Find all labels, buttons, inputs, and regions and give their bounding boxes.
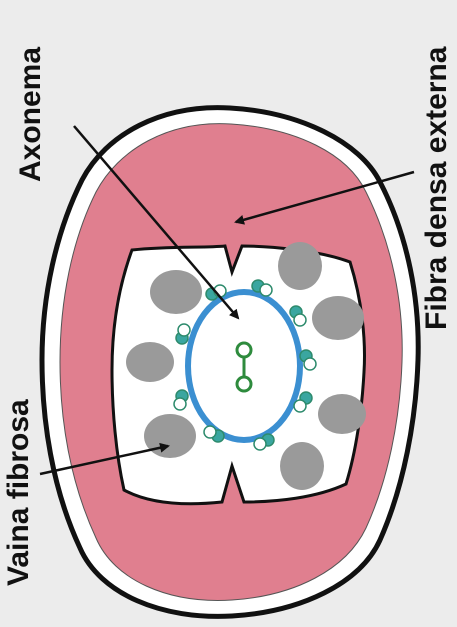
- central-microtubule: [237, 377, 251, 391]
- central-microtubule: [237, 343, 251, 357]
- doublet: [176, 324, 190, 344]
- dense-fiber: [318, 394, 366, 434]
- dense-fiber: [150, 270, 202, 314]
- dense-fiber: [144, 414, 196, 458]
- dense-fiber: [278, 242, 322, 290]
- dense-fiber: [312, 296, 364, 340]
- doublet: [174, 390, 188, 410]
- dense-fiber: [126, 342, 174, 382]
- dense-fiber: [280, 442, 324, 490]
- axonema-label: Axonema: [16, 47, 46, 182]
- fibra-densa-externa-label: Fibra densa externa: [422, 47, 452, 330]
- vaina-fibrosa-label: Vaina fibrosa: [4, 399, 34, 586]
